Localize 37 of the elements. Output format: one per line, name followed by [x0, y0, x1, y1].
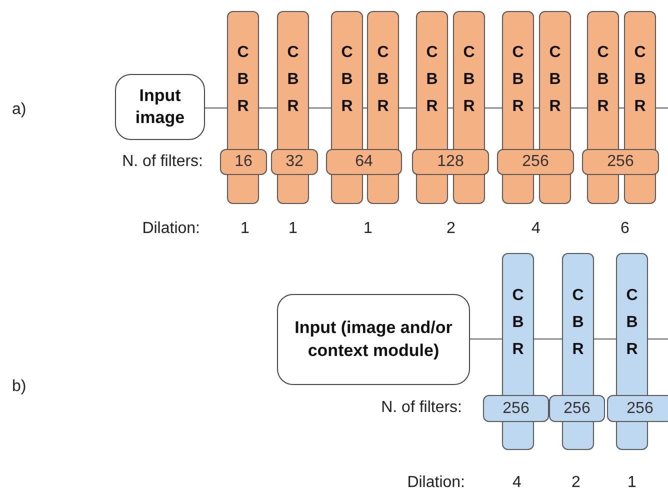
- filters-row-label: N. of filters:: [122, 152, 203, 172]
- filter-count-box: 256: [582, 149, 659, 175]
- connector-line: [485, 107, 502, 109]
- filter-count-box: 256: [549, 395, 605, 422]
- filter-count-box: 256: [607, 395, 668, 422]
- filters-row-label: N. of filters:: [381, 398, 462, 418]
- filter-count-box: 128: [412, 149, 489, 175]
- dilation-value: 1: [240, 219, 250, 239]
- connector-line: [309, 107, 331, 109]
- connector-line: [399, 107, 416, 109]
- connector-line: [594, 338, 616, 340]
- dilation-value: 6: [620, 219, 630, 239]
- dilation-value: 2: [446, 219, 456, 239]
- connector-line: [534, 338, 562, 340]
- dilation-row-label: Dilation:: [407, 473, 465, 491]
- dilation-value: 4: [532, 219, 540, 239]
- panel-label: a): [12, 100, 26, 120]
- input-box: Input (image and/or context module): [277, 294, 470, 385]
- dilation-value: 1: [288, 219, 298, 239]
- input-box: Input image: [115, 74, 205, 140]
- dilation-value: 1: [628, 473, 636, 491]
- filter-count-box: 256: [497, 149, 574, 175]
- filter-count-box: 256: [483, 395, 549, 422]
- filter-count-box: 32: [271, 149, 318, 175]
- filter-count-box: 64: [326, 149, 402, 175]
- connector-line: [571, 107, 587, 109]
- filter-count-box: 16: [220, 149, 267, 175]
- connector-line: [656, 107, 668, 109]
- connector-line: [648, 338, 668, 340]
- panel-label: b): [12, 377, 26, 397]
- dilation-value: 2: [572, 473, 580, 491]
- dilation-value: 4: [512, 473, 522, 491]
- dilation-row-label: Dilation:: [142, 219, 200, 239]
- dilation-value: 1: [364, 219, 372, 239]
- connector-line: [470, 338, 502, 340]
- connector-line: [205, 107, 227, 109]
- connector-line: [259, 107, 277, 109]
